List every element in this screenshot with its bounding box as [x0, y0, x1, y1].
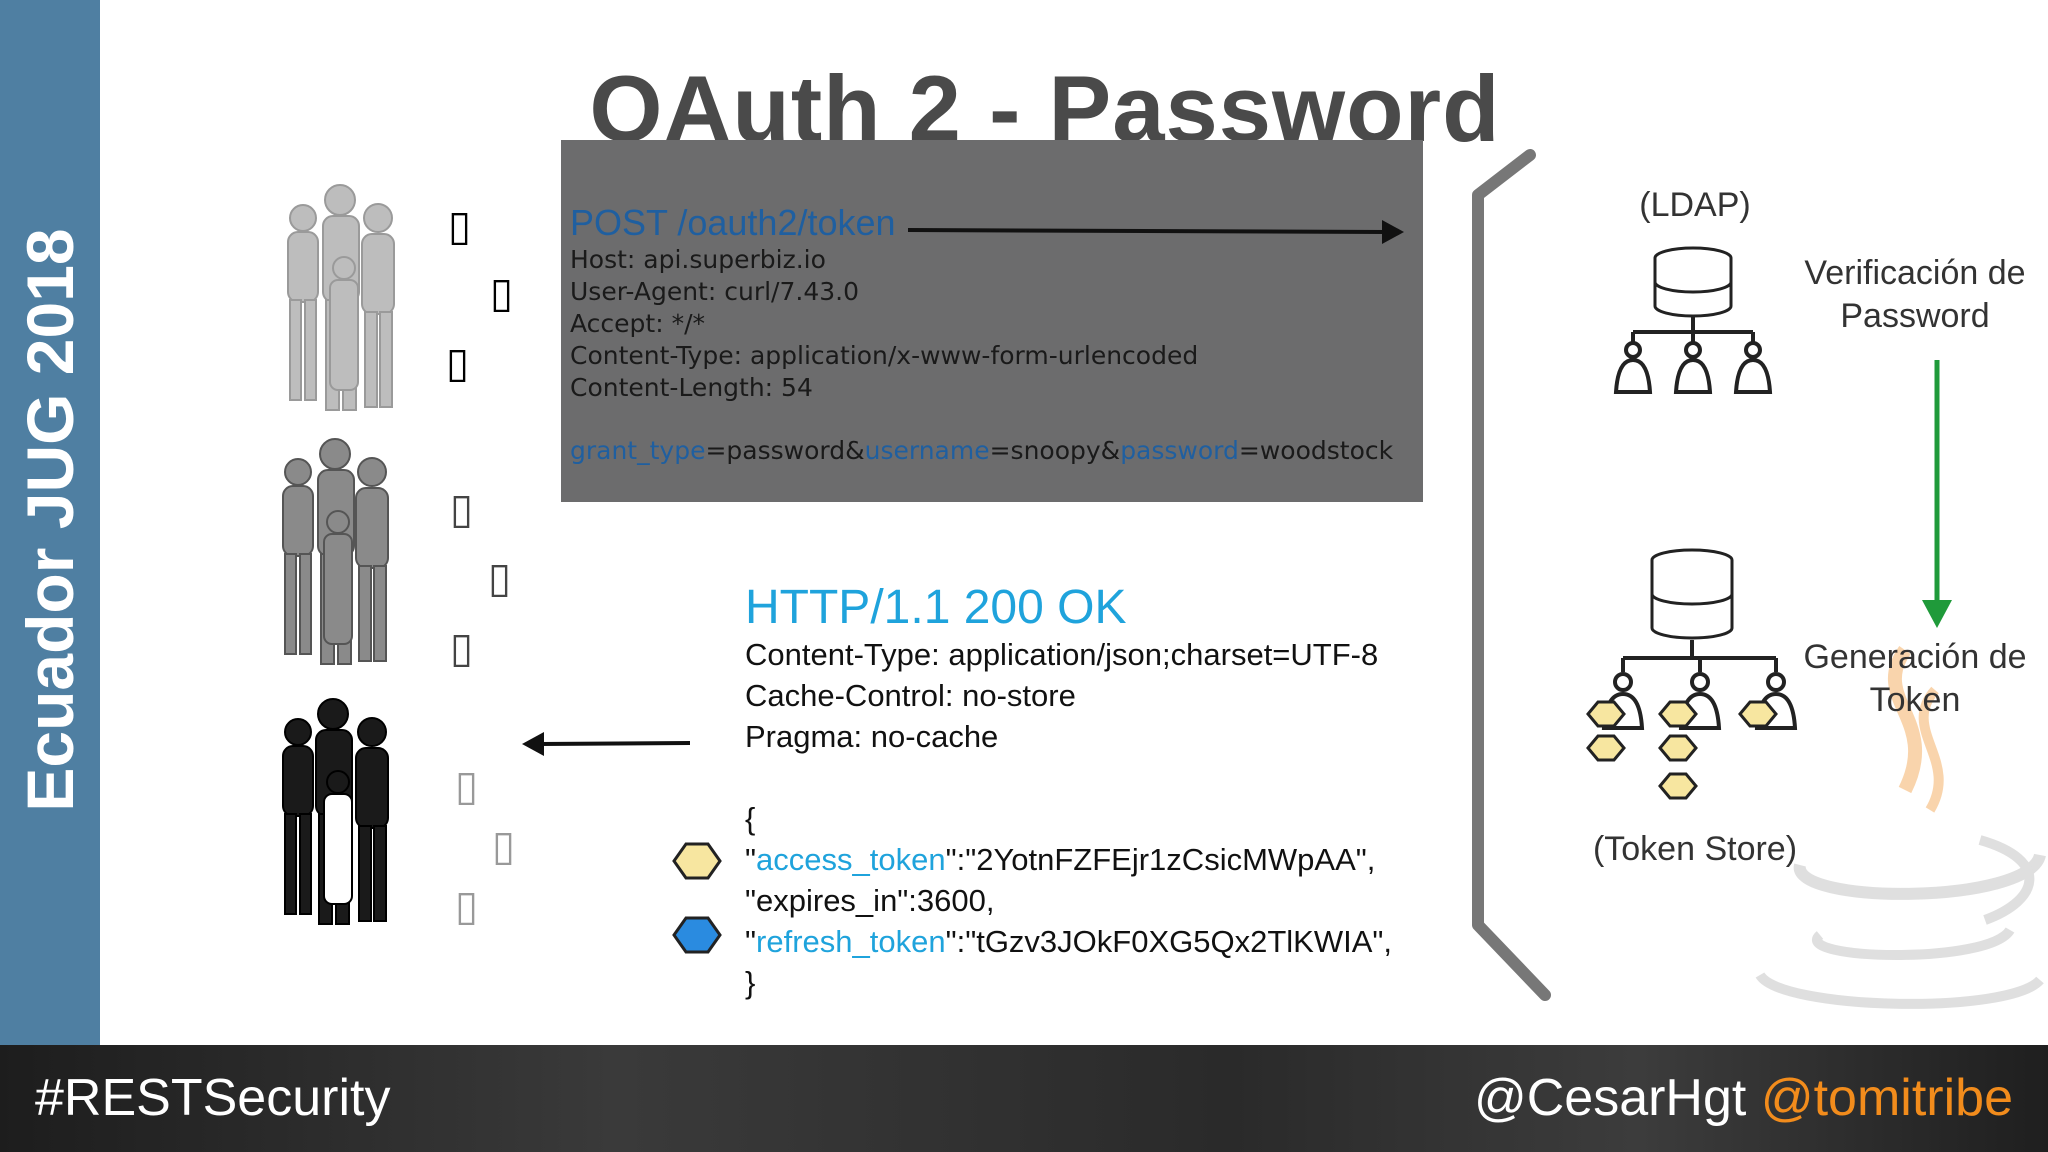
response-status: HTTP/1.1 200 OK	[745, 581, 1127, 634]
glyph-placeholder: ▯	[450, 623, 474, 672]
param-value: =snoopy&	[989, 436, 1121, 465]
json-value: ":"2YotnFZFEjr1zCsicMWpAA",	[945, 842, 1376, 877]
json-expires: "expires_in":3600,	[745, 883, 995, 918]
verify-label-line: Password	[1840, 296, 1990, 335]
family-mid-icon	[282, 438, 389, 665]
hexagon-token-icon	[672, 842, 722, 880]
request-header: Accept: */*	[570, 309, 705, 338]
glyph-placeholder: ▯	[450, 484, 474, 533]
json-refresh-token: "refresh_token":"tGzv3JOkF0XG5Qx2TlKWIA"…	[745, 924, 1392, 960]
database-icon	[1650, 548, 1734, 640]
request-box	[561, 140, 1423, 502]
glyph-placeholder: ▯	[490, 268, 514, 317]
handle-company: @tomitribe	[1760, 1069, 2013, 1127]
java-logo-icon	[1755, 645, 2046, 1009]
generate-label-line: Generación de	[1803, 638, 2027, 676]
database-icon	[1653, 246, 1733, 318]
generate-label: Generación de Token	[1790, 636, 2040, 721]
hexagon-token-icon	[672, 916, 722, 954]
hexagon-token-icon	[1586, 700, 1778, 800]
quote: "	[745, 842, 757, 877]
family-light-icon	[287, 184, 395, 411]
param-key: grant_type	[570, 436, 706, 465]
glyph-placeholder: ▯	[492, 821, 516, 870]
arrow-left-icon	[522, 732, 691, 756]
json-close-brace: }	[745, 965, 756, 1000]
verify-label-line: Verificación de	[1804, 254, 2026, 292]
token-store-label: (Token Store)	[1592, 830, 1798, 868]
ldap-label: (LDAP)	[1639, 186, 1751, 224]
param-key: username	[864, 436, 990, 465]
glyph-placeholder: ▯	[446, 338, 470, 387]
param-value: =woodstock	[1238, 436, 1394, 465]
verify-label: Verificación de Password	[1790, 252, 2040, 337]
request-header: Host: api.superbiz.io	[570, 245, 826, 274]
glyph-placeholder: ▯	[455, 881, 479, 930]
glyph-placeholder: ▯	[448, 201, 472, 250]
glyph-placeholder: ▯	[455, 761, 479, 810]
server-bracket	[1472, 149, 1551, 1001]
request-header: Content-Length: 54	[570, 373, 813, 402]
sidebar-band: Ecuador JUG 2018	[0, 0, 100, 1045]
request-line: POST /oauth2/token	[570, 202, 896, 243]
hashtag: #RESTSecurity	[35, 1069, 391, 1127]
users-icon	[1613, 316, 1773, 394]
request-header: User-Agent: curl/7.43.0	[570, 277, 859, 306]
footer-bar	[0, 1045, 2048, 1152]
glyph-placeholder: ▯	[488, 553, 512, 602]
response-header: Pragma: no-cache	[745, 719, 999, 754]
json-key: access_token	[756, 842, 946, 877]
generate-label-line: Token	[1869, 680, 1961, 719]
response-header: Content-Type: application/json;charset=U…	[745, 637, 1379, 672]
param-value: =password&	[705, 436, 865, 465]
family-dark-icon	[282, 698, 389, 925]
request-header: Content-Type: application/x-www-form-url…	[570, 341, 1199, 370]
json-value: ":"tGzv3JOkF0XG5Qx2TlKWIA",	[945, 924, 1393, 959]
response-header: Cache-Control: no-store	[745, 678, 1076, 713]
json-access-token: "access_token":"2YotnFZFEjr1zCsicMWpAA",	[745, 842, 1375, 878]
json-key: refresh_token	[756, 924, 946, 959]
request-body: grant_type=password&username=snoopy&pass…	[570, 436, 1393, 465]
quote: "	[745, 924, 757, 959]
handle-speaker: @CesarHgt	[1473, 1069, 1747, 1127]
arrow-down-icon	[1922, 360, 1952, 628]
param-key: password	[1120, 436, 1239, 465]
json-open-brace: {	[745, 801, 756, 836]
twitter-handles: @CesarHgt @tomitribe	[1474, 1068, 2013, 1128]
arrow-right-icon	[907, 220, 1404, 244]
